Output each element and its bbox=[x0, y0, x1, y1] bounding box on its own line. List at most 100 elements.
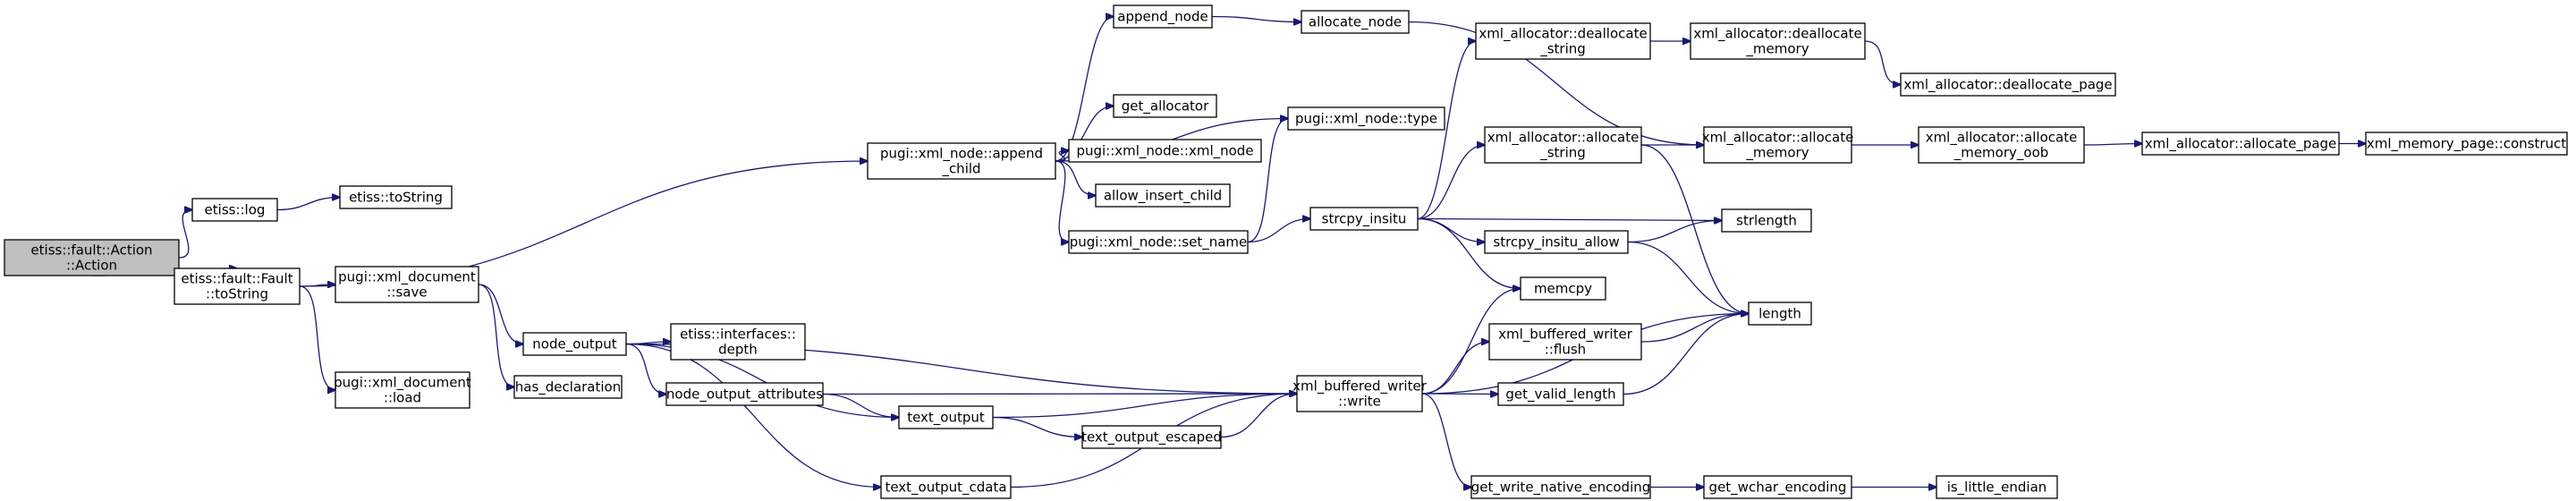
node-label: has_declaration bbox=[515, 379, 621, 396]
node-dealloc-string[interactable]: xml_allocator::deallocate_string bbox=[1475, 22, 1651, 60]
node-label: length bbox=[1758, 306, 1801, 322]
node-box bbox=[2141, 132, 2340, 156]
node-get-valid-length[interactable]: get_valid_length bbox=[1497, 382, 1624, 406]
edge-node-output-attributes-to-text-output bbox=[822, 393, 899, 418]
node-box bbox=[1095, 183, 1231, 208]
edge-strcpy-insitu-allow-to-strlength bbox=[1627, 221, 1722, 243]
node-label: pugi::xml_node::type bbox=[1295, 111, 1437, 128]
edge-doc-save-to-has-declaration bbox=[478, 284, 514, 387]
node-box bbox=[1484, 126, 1642, 164]
node-label: ::write bbox=[1338, 394, 1381, 410]
node-has-declaration[interactable]: has_declaration bbox=[513, 375, 623, 399]
node-dealloc-page[interactable]: xml_allocator::deallocate_page bbox=[1900, 72, 2116, 97]
node-label: _memory bbox=[1745, 41, 1809, 58]
node-allow-insert-child[interactable]: allow_insert_child bbox=[1095, 183, 1231, 208]
node-root[interactable]: etiss::fault::Action::Action bbox=[4, 239, 180, 276]
node-length[interactable]: length bbox=[1748, 301, 1812, 326]
edge-buffered-write-to-get-write-native-encoding bbox=[1421, 393, 1471, 488]
node-node-type[interactable]: pugi::xml_node::type bbox=[1287, 106, 1445, 131]
node-alloc-string[interactable]: xml_allocator::allocate_string bbox=[1484, 126, 1642, 164]
node-strlength[interactable]: strlength bbox=[1721, 208, 1812, 233]
node-label: pugi::xml_node::set_name bbox=[1070, 234, 1248, 251]
node-label: xml_allocator::allocate_page bbox=[2145, 136, 2337, 153]
node-label: ::flush bbox=[1545, 342, 1586, 358]
node-alloc-page[interactable]: xml_allocator::allocate_page bbox=[2141, 132, 2340, 156]
node-box bbox=[1296, 375, 1423, 412]
edge-append-child-to-append-node bbox=[1055, 17, 1114, 162]
node-box bbox=[1497, 382, 1624, 406]
node-alloc-memory-oob[interactable]: xml_allocator::allocate_memory_oob bbox=[1918, 126, 2085, 164]
node-label: ::toString bbox=[206, 286, 268, 302]
edge-doc-save-to-node-output bbox=[478, 284, 523, 344]
node-get-write-native-encoding[interactable]: get_write_native_encoding bbox=[1470, 475, 1651, 499]
node-get-allocator[interactable]: get_allocator bbox=[1113, 94, 1217, 118]
node-box bbox=[867, 142, 1056, 180]
node-box bbox=[339, 185, 453, 209]
node-append-node[interactable]: append_node bbox=[1113, 4, 1213, 29]
node-box bbox=[522, 332, 627, 356]
node-label: memcpy bbox=[1534, 281, 1592, 297]
node-box bbox=[335, 266, 479, 303]
edge-root-to-log bbox=[178, 210, 192, 259]
node-node-output-attributes[interactable]: node_output_attributes bbox=[665, 382, 824, 406]
node-label: pugi::xml_document bbox=[334, 375, 471, 392]
node-box bbox=[1068, 230, 1249, 254]
node-label: ::save bbox=[386, 284, 427, 301]
node-label: pugi::xml_document bbox=[338, 269, 476, 286]
node-depth[interactable]: etiss::interfaces::depth bbox=[670, 323, 806, 361]
node-tostring-a[interactable]: etiss::toString bbox=[339, 185, 453, 209]
node-label: is_little_endian bbox=[1947, 480, 2047, 497]
edge-strcpy-insitu-to-strlength bbox=[1417, 219, 1722, 221]
node-node-output[interactable]: node_output bbox=[522, 332, 627, 356]
node-text-output-escaped[interactable]: text_output_escaped bbox=[1081, 425, 1222, 449]
node-label: xml_allocator::deallocate bbox=[1479, 26, 1647, 43]
edge-append-node-to-allocate-node bbox=[1211, 15, 1301, 22]
node-xml-node-ctor[interactable]: pugi::xml_node::xml_node bbox=[1068, 139, 1262, 163]
node-is-little-endian[interactable]: is_little_endian bbox=[1936, 475, 2058, 499]
node-page-construct[interactable]: xml_memory_page::construct bbox=[2365, 132, 2568, 156]
node-label: etiss::fault::Action bbox=[30, 242, 152, 259]
node-alloc-memory[interactable]: xml_allocator::allocate_memory bbox=[1702, 126, 1854, 164]
node-box bbox=[665, 382, 824, 406]
node-append-child[interactable]: pugi::xml_node::append_child bbox=[867, 142, 1056, 180]
node-box bbox=[4, 239, 180, 276]
edges-layer bbox=[91, 15, 2367, 488]
node-box bbox=[898, 405, 994, 429]
node-box bbox=[513, 375, 623, 399]
node-label: xml_buffered_writer bbox=[1498, 327, 1633, 344]
node-text-output-cdata[interactable]: text_output_cdata bbox=[880, 475, 1012, 499]
node-strcpy-insitu[interactable]: strcpy_insitu bbox=[1309, 207, 1419, 231]
node-label: etiss::interfaces:: bbox=[680, 327, 796, 343]
node-box bbox=[1936, 475, 2058, 499]
node-box bbox=[1748, 301, 1812, 326]
edge-append-child-to-get-allocator bbox=[1055, 106, 1114, 162]
node-box bbox=[335, 371, 470, 409]
node-label: xml_memory_page::construct bbox=[2367, 136, 2566, 153]
node-get-wchar-encoding[interactable]: get_wchar_encoding bbox=[1703, 475, 1852, 499]
node-label: node_output_attributes bbox=[666, 386, 823, 403]
node-doc-save[interactable]: pugi::xml_document::save bbox=[335, 266, 479, 303]
node-label: xml_allocator::allocate bbox=[1926, 130, 2078, 147]
node-box bbox=[1475, 22, 1651, 60]
node-label: get_wchar_encoding bbox=[1709, 480, 1847, 497]
node-text-output[interactable]: text_output bbox=[898, 405, 994, 429]
node-box bbox=[1081, 425, 1222, 449]
node-log[interactable]: etiss::log bbox=[191, 198, 278, 222]
edge-node-output-to-node-output-attributes bbox=[625, 343, 666, 395]
node-doc-load[interactable]: pugi::xml_document::load bbox=[334, 371, 471, 409]
node-dealloc-memory[interactable]: xml_allocator::deallocate_memory bbox=[1690, 22, 1866, 60]
edge-log-to-tostring-a bbox=[276, 198, 340, 211]
node-strcpy-insitu-allow[interactable]: strcpy_insitu_allow bbox=[1484, 230, 1629, 254]
node-memcpy[interactable]: memcpy bbox=[1520, 276, 1606, 301]
node-buffered-write[interactable]: xml_buffered_writer::write bbox=[1292, 375, 1428, 412]
node-buffered-flush[interactable]: xml_buffered_writer::flush bbox=[1488, 323, 1642, 361]
node-set-name[interactable]: pugi::xml_node::set_name bbox=[1068, 230, 1249, 254]
node-box bbox=[1520, 276, 1606, 301]
edge-dealloc-memory-to-dealloc-page bbox=[1864, 40, 1901, 85]
node-fault-tostring[interactable]: etiss::fault::Fault::toString bbox=[174, 267, 301, 305]
node-label: _memory_oob bbox=[1953, 145, 2049, 162]
node-allocate-node[interactable]: allocate_node bbox=[1301, 10, 1410, 34]
node-box bbox=[1113, 94, 1217, 118]
edge-buffered-write-to-buffered-flush bbox=[1421, 342, 1489, 395]
edge-append-child-to-set-name bbox=[1055, 160, 1069, 242]
